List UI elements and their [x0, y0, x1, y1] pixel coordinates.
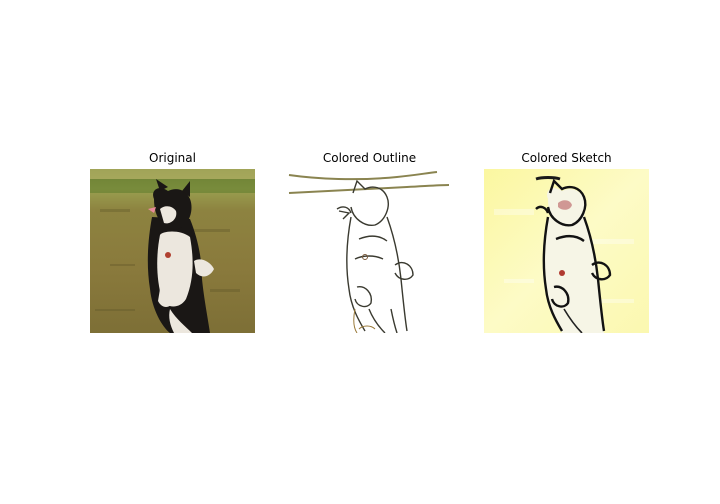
sketch-drawing	[484, 169, 649, 333]
panel-title-original: Original	[149, 151, 196, 165]
outline-drawing	[287, 169, 452, 333]
original-photo	[90, 169, 255, 333]
panel-title-sketch: Colored Sketch	[521, 151, 612, 165]
panel-title-outline: Colored Outline	[322, 151, 417, 165]
sketch-image	[484, 169, 649, 333]
outline-image	[287, 169, 452, 333]
original-photo-drawing	[90, 169, 255, 333]
